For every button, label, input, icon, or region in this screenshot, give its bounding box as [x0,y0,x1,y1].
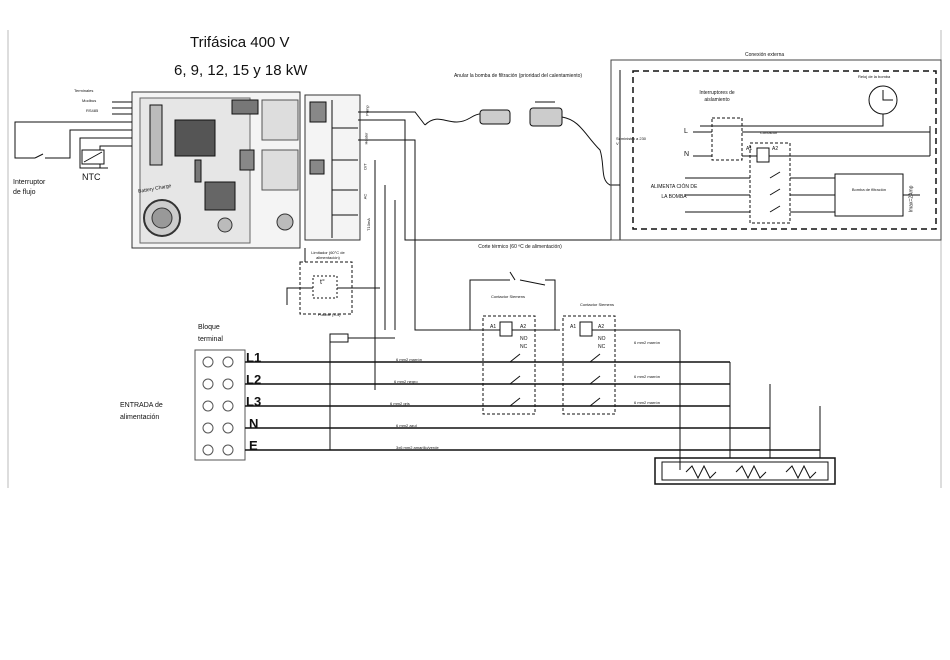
ext-a1: A1 [746,146,753,152]
side-label-dt: D/T [362,163,368,170]
heater-block [654,457,836,485]
cable-out2: 6 mm2 marrón [634,374,661,379]
cable-l3: 6 mm2 gris [390,401,410,406]
c1-no: NO [520,336,528,342]
side-label-pump: Pump [364,105,370,116]
clock-label: Reloj de la bomba [858,74,891,79]
fuse-t10ma: T10mA [365,218,371,231]
contactor1-label: Contactor Siemens [490,294,525,299]
imax-label: Imax=2Amp [908,185,915,213]
line-l2-label: L2 [246,372,262,387]
cable-out1: 6 mm2 marrón [634,340,661,345]
c2-nc: NC [598,344,606,350]
power-pump-label: ALIMENTA CIÓN DE LA BOMBA [650,184,698,200]
side-label-heater: Heater [363,132,369,145]
terminals-label: Terminales [74,88,94,93]
l-label: L [684,128,688,135]
cutout-label: Corte térmico (60 ºC de alimentación) [478,244,562,250]
t-symbol: t° [320,279,325,286]
line-e-label: E [249,438,258,453]
limiter-label: Limitador (60°C de alimentación) [311,250,345,260]
cable-e: 3x6 mm2 amarillo/verde [396,445,439,450]
cable-out3: 6 mm2 marrón [634,400,661,405]
line-l3-label: L3 [246,394,262,409]
diagram-subtitle: 6, 9, 12, 15 y 18 kW [174,62,308,79]
cable-l1: 6 mm2 marrón [396,357,423,362]
c1-nc: NC [520,344,528,350]
ntc-label: NTC [82,172,101,182]
rs485-label: RS485 [86,108,99,113]
c2-a2: A2 [598,324,605,330]
line-n-label: N [249,416,259,431]
terminal-block-label: Bloque terminal [198,324,223,343]
line-l1-label: L1 [246,350,262,365]
pump-caption: Anular la bomba de filtración (prioridad… [453,73,583,79]
c1-a2: A2 [520,324,527,330]
contactor2-label: Contactor Siemens [579,302,614,307]
cable-l2: 6 mm2 negro [394,379,418,384]
flow-switch-label: Interruptor de flujo [13,179,46,196]
contactor-label: Contactor [760,130,778,135]
c2-a1: A1 [570,324,577,330]
power-entry-label: ENTRADA de alimentación [120,402,163,421]
external-connection-box [632,70,937,230]
ext-a2: A2 [772,146,779,152]
modbus-label: Modbus [82,98,97,103]
diagram-title: Trifásica 400 V [190,34,290,51]
c1-a1: A1 [490,324,497,330]
c2-no: NO [598,336,606,342]
fuse-label: Fusible (3 A) [318,312,341,317]
supply-label: Suministro a 230 V [616,136,647,146]
cable-n: 6 mm2 azul [396,423,417,428]
external-title: Conexión externa [745,52,785,58]
side-label-ac: AC [362,193,368,200]
n-label: N [684,151,690,158]
isolators-label: Interruptores de aislamiento [699,90,735,103]
filter-pump-label: Bomba de filtración [851,187,887,192]
